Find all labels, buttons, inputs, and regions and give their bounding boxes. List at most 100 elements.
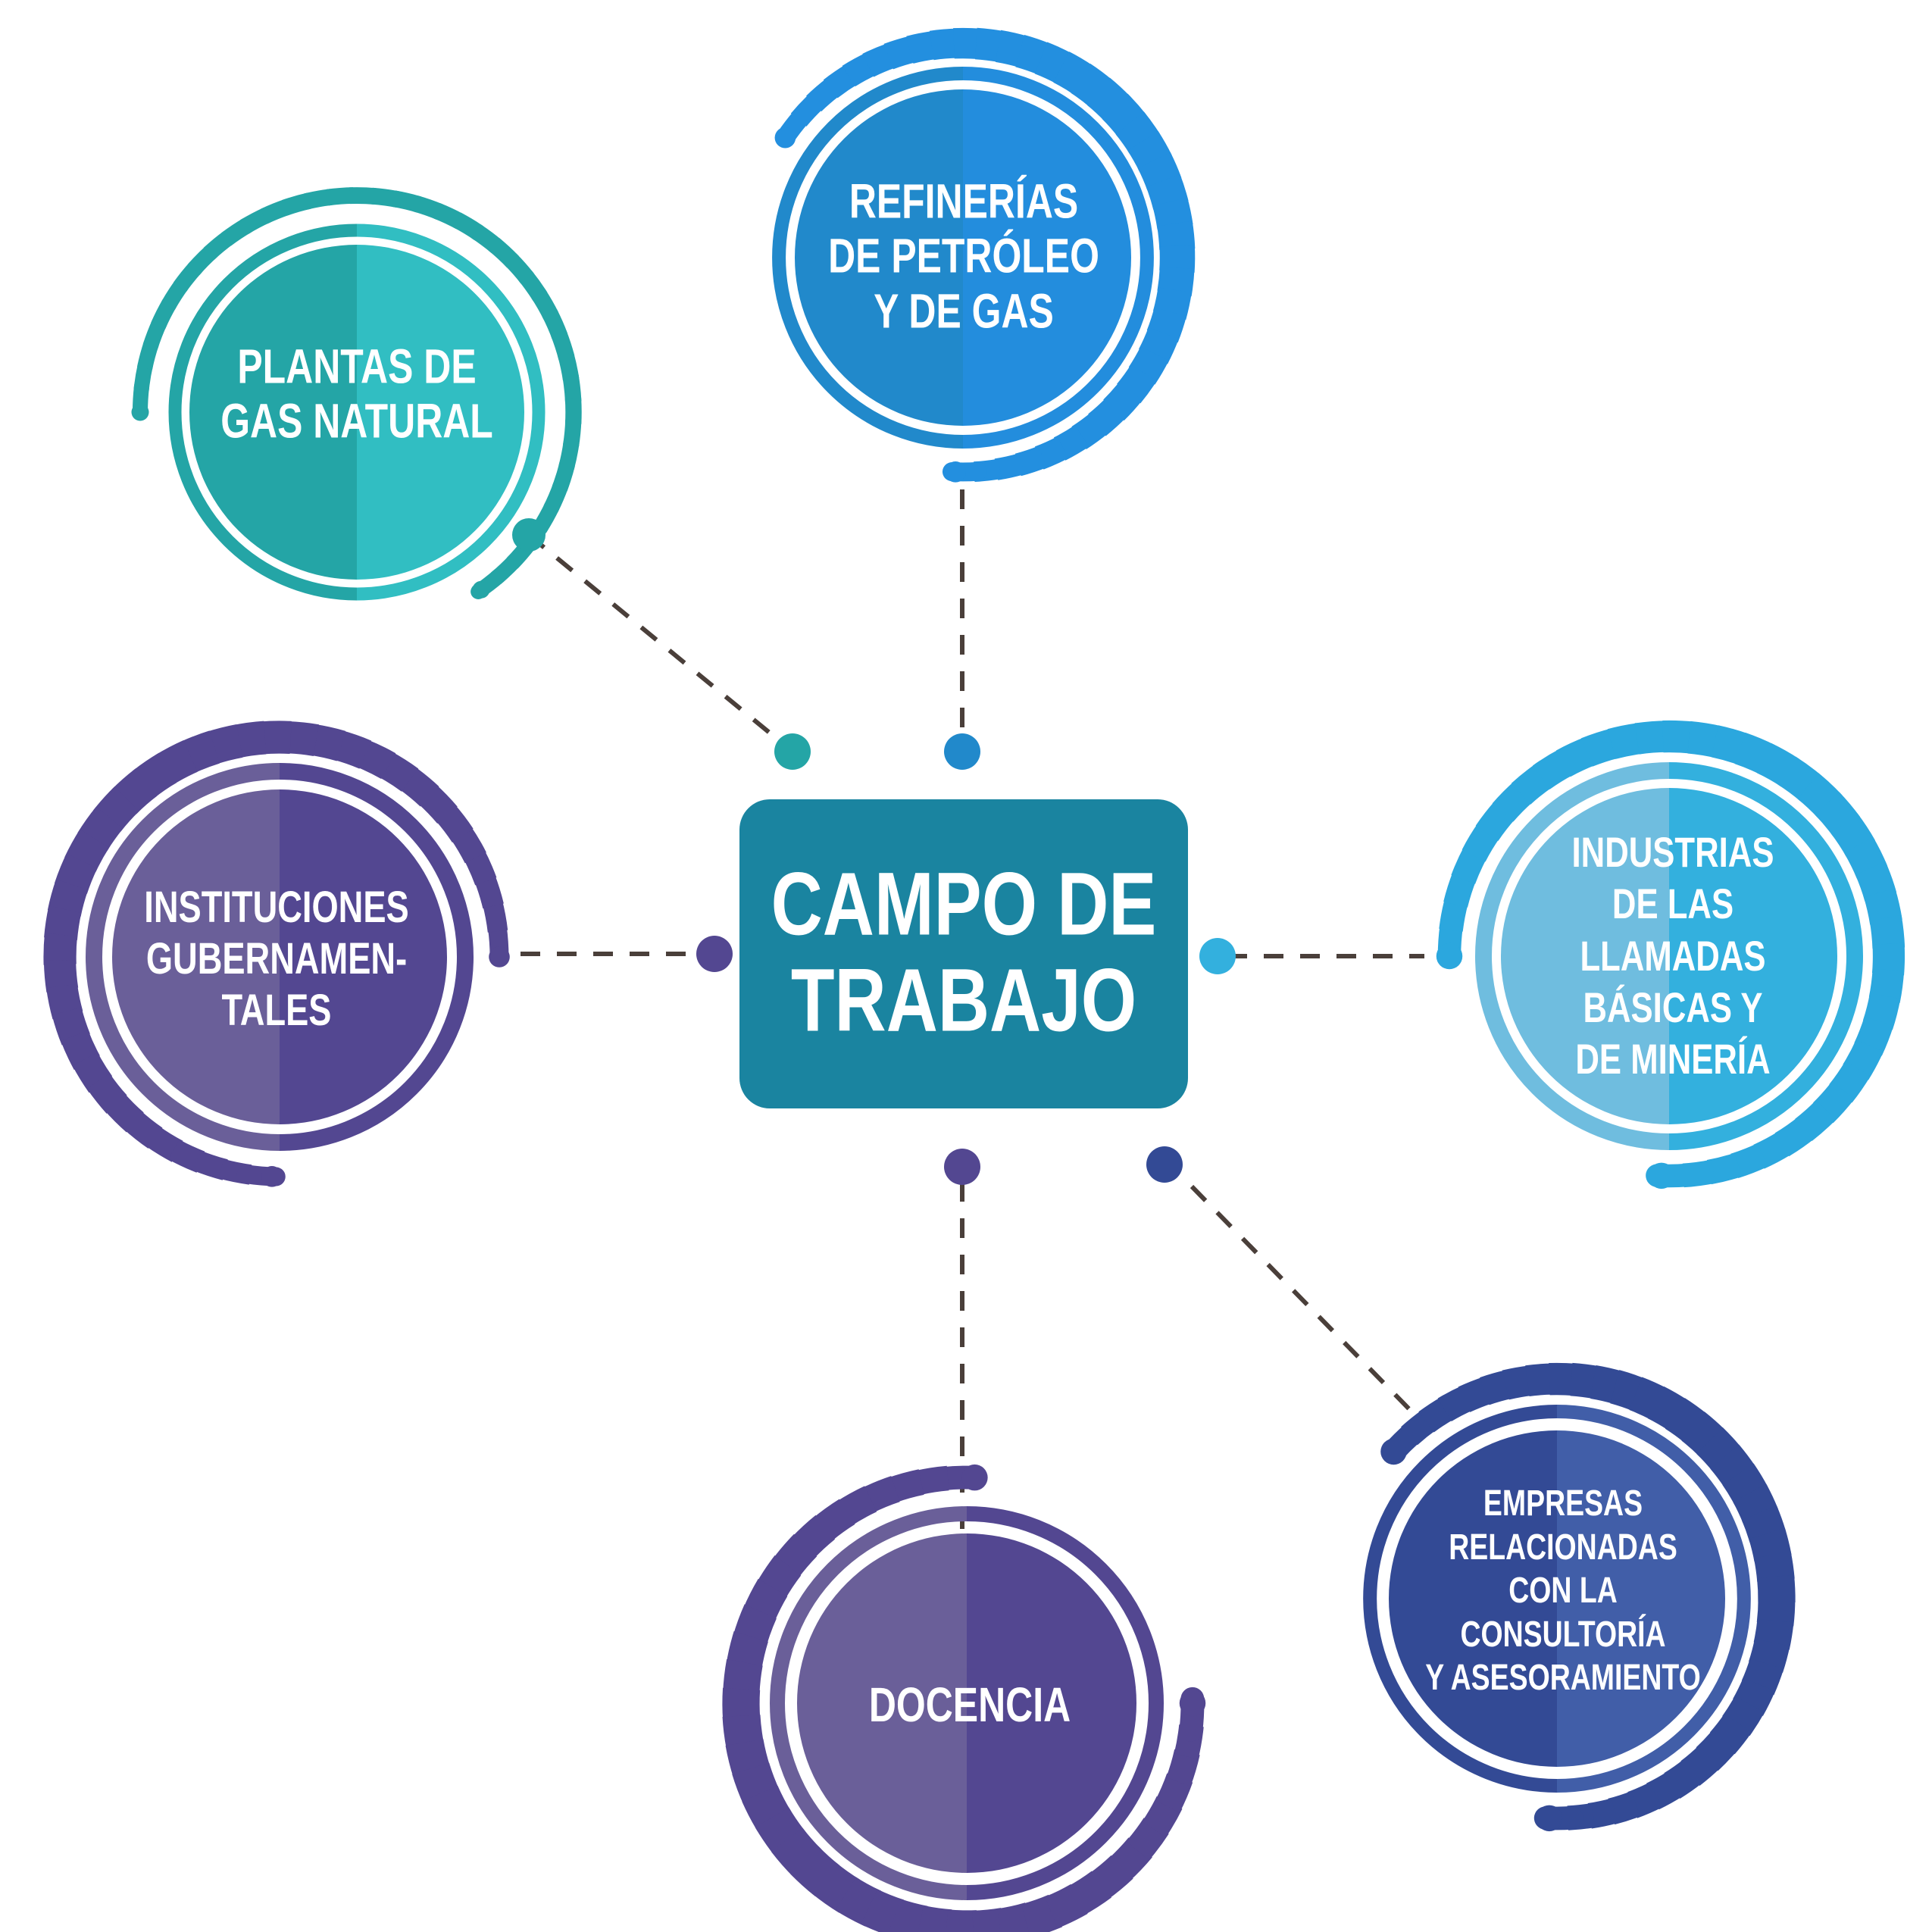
node-empresas-outer-arc bbox=[1549, 1362, 1577, 1396]
node-docencia-outer-arc bbox=[835, 1877, 882, 1927]
node-label-line: Y ASESORAMIENTO bbox=[1425, 1658, 1701, 1699]
node-docencia-outer-arc-cap bbox=[961, 1464, 988, 1491]
node-docencia-outer-arc bbox=[1067, 1871, 1112, 1916]
node-docencia-outer-arc bbox=[771, 1827, 822, 1877]
node-refinerias-outer-arc bbox=[883, 36, 917, 70]
node-refinerias-outer-arc bbox=[1102, 93, 1146, 137]
node-refinerias-disk-left-half bbox=[795, 89, 963, 426]
node-industrias-outer-arc bbox=[1730, 1143, 1768, 1179]
node-refinerias-outer-arc bbox=[842, 52, 877, 87]
node-instituciones-outer-arc bbox=[52, 1007, 91, 1046]
node-instituciones-outer-arc bbox=[398, 766, 439, 807]
node-instituciones-outer-arc bbox=[72, 1052, 113, 1093]
node-plantas-outer-arc-cap bbox=[131, 403, 149, 421]
node-industrias-outer-arc bbox=[1829, 1061, 1871, 1103]
node-label-plantas: PLANTAS DE GAS NATURAL bbox=[220, 339, 493, 449]
node-docencia-outer-arc bbox=[722, 1687, 761, 1722]
node-docencia-outer-arc bbox=[756, 1555, 802, 1600]
node-plantas-disk-left-half bbox=[189, 245, 357, 580]
node-docencia-outer-arc bbox=[1044, 1884, 1088, 1929]
node-empresas-outer-arc bbox=[1480, 1370, 1513, 1405]
node-refinerias-inner-ring-right bbox=[962, 67, 1154, 449]
node-docencia-outer-arc bbox=[1108, 1837, 1152, 1882]
node-instituciones-outer-arc bbox=[155, 740, 199, 785]
node-docencia-outer-arc bbox=[725, 1738, 771, 1779]
node-instituciones-outer-arc bbox=[205, 724, 243, 764]
node-industrias-outer-arc bbox=[1439, 897, 1468, 932]
node-label-line: DE LAS bbox=[1612, 880, 1734, 928]
node-docencia-outer-arc bbox=[996, 1902, 1034, 1932]
node-instituciones-outer-arc bbox=[377, 751, 419, 792]
node-plantas-outer-arc bbox=[518, 270, 548, 302]
node-plantas-outer-arc bbox=[304, 189, 333, 210]
node-refinerias-outer-arc bbox=[906, 30, 937, 64]
node-empresas-outer-arc bbox=[1609, 1370, 1646, 1411]
node-instituciones-outer-arc bbox=[192, 1150, 228, 1180]
node-label-line: EMPRESAS bbox=[1483, 1483, 1643, 1524]
node-label-line: DOCENCIA bbox=[868, 1677, 1071, 1732]
node-plantas-outer-arc bbox=[137, 340, 159, 370]
node-refinerias-outer-arc bbox=[1103, 381, 1143, 421]
node-plantas-outer-arc bbox=[558, 441, 580, 470]
node-empresas-outer-arc-cap bbox=[1380, 1438, 1407, 1465]
node-docencia-outer-arc bbox=[1155, 1773, 1193, 1813]
node-docencia-outer-arc bbox=[742, 1578, 788, 1623]
node-plantas-outer-arc bbox=[531, 289, 559, 320]
node-label-industrias: INDUSTRIAS DE LAS LLAMADAS BÁSICAS Y DE … bbox=[1572, 827, 1774, 1086]
node-label-line: LLAMADAS bbox=[1580, 931, 1766, 980]
node-refinerias-outer-arc bbox=[1115, 111, 1161, 154]
node-instituciones-outer-arc bbox=[145, 1126, 183, 1162]
node-docencia-outer-arc bbox=[772, 1533, 818, 1579]
node-empresas-outer-arc bbox=[1696, 1730, 1737, 1771]
node-industrias-inner-ring-left bbox=[1475, 762, 1670, 1150]
node-docencia-outer-arc bbox=[972, 1908, 1005, 1932]
node-refinerias-outer-arc bbox=[862, 42, 897, 77]
node-docencia-outer-arc bbox=[889, 1899, 928, 1932]
node-empresas-outer-arc bbox=[1418, 1396, 1455, 1433]
node-industrias-outer-arc bbox=[1734, 732, 1775, 775]
node-plantas-outer-arc bbox=[240, 207, 271, 234]
node-docencia-outer-arc bbox=[733, 1604, 777, 1646]
node-industrias-outer-arc bbox=[1862, 993, 1901, 1030]
node-instituciones-inner-ring-left bbox=[86, 763, 280, 1151]
node-plantas-outer-arc bbox=[562, 374, 582, 402]
connector-empresas bbox=[1190, 1184, 1418, 1418]
node-plantas-outer-arc bbox=[187, 245, 217, 275]
node-docencia-outer-arc bbox=[914, 1465, 949, 1496]
node-empresas-outer-arc bbox=[1458, 1377, 1493, 1413]
connector-plantas bbox=[527, 533, 794, 754]
node-empresas-outer-arc bbox=[1525, 1363, 1554, 1397]
node-empresas-outer-arc bbox=[1748, 1638, 1790, 1673]
node-instituciones-outer-arc bbox=[77, 806, 123, 852]
node-industrias-outer-arc bbox=[1711, 725, 1750, 765]
node-docencia-outer-arc bbox=[723, 1658, 763, 1695]
node-docencia-outer-arc bbox=[861, 1476, 900, 1514]
node-empresas-disk-right-half bbox=[1557, 1430, 1725, 1767]
node-docencia-disk-left-half bbox=[797, 1533, 967, 1873]
node-docencia-outer-arc bbox=[861, 1889, 905, 1932]
node-docencia-outer-arc bbox=[886, 1469, 924, 1503]
node-docencia-outer-arc bbox=[791, 1515, 836, 1559]
node-industrias-outer-arc bbox=[1868, 968, 1905, 1003]
node-label-line: CONSULTORÍA bbox=[1460, 1614, 1666, 1655]
node-label-empresas: EMPRESAS RELACIONADAS CON LA CONSULTORÍA… bbox=[1425, 1482, 1700, 1700]
node-docencia-outer-arc bbox=[1021, 1894, 1062, 1932]
node-empresas-outer-arc bbox=[1629, 1377, 1668, 1420]
node-industrias-outer-arc bbox=[1462, 822, 1501, 862]
node-industrias-disk-left-half bbox=[1501, 788, 1669, 1124]
node-empresas-outer-arc bbox=[1608, 1791, 1641, 1825]
node-instituciones-disk-right-half bbox=[280, 789, 447, 1124]
node-empresas-outer-arc bbox=[1733, 1483, 1778, 1524]
node-instituciones-outer-arc bbox=[54, 853, 98, 895]
node-instituciones-outer-arc bbox=[435, 803, 474, 843]
node-plantas-outer-arc bbox=[142, 319, 167, 349]
node-refinerias-outer-arc bbox=[1152, 287, 1192, 320]
node-refinerias-outer-arc bbox=[1034, 436, 1069, 470]
node-industrias-outer-arc bbox=[1869, 914, 1905, 949]
node-refinerias-outer-arc bbox=[1152, 197, 1193, 230]
node-refinerias-inner-ring-left bbox=[772, 67, 964, 449]
node-docencia-outer-arc bbox=[732, 1762, 780, 1806]
node-docencia-outer-arc bbox=[836, 1486, 877, 1527]
node-plantas-inner-ring-left bbox=[168, 224, 358, 601]
